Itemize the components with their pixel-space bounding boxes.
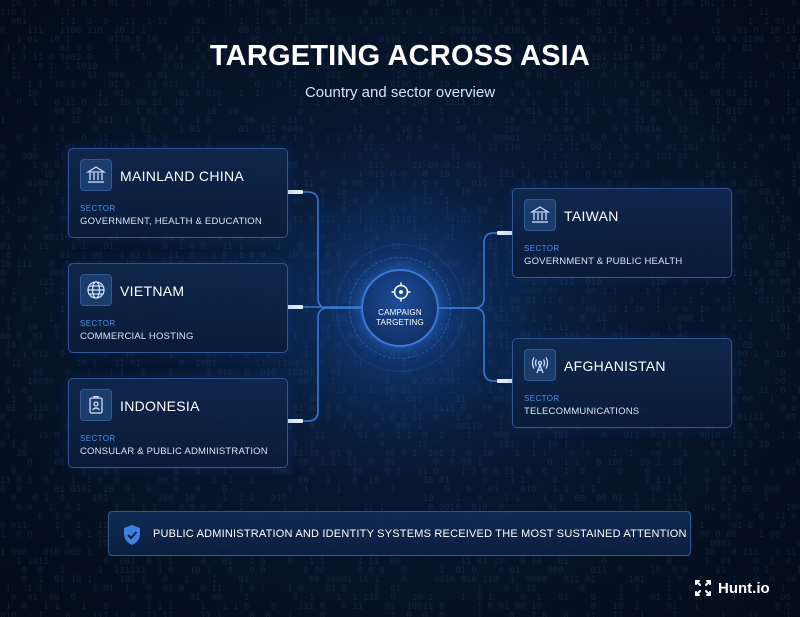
hub-label: CAMPAIGN TARGETING — [363, 308, 437, 328]
country-card-indonesia: INDONESIA SECTOR CONSULAR & PUBLIC ADMIN… — [68, 378, 288, 468]
hub-ring-outer — [336, 244, 464, 372]
country-name: INDONESIA — [120, 398, 200, 414]
sector-value: TELECOMMUNICATIONS — [524, 406, 640, 417]
connector-indonesia — [288, 307, 361, 422]
sector-value: COMMERCIAL HOSTING — [80, 331, 194, 342]
sector-label: SECTOR — [80, 434, 116, 443]
country-name: AFGHANISTAN — [564, 358, 666, 374]
country-name: TAIWAN — [564, 208, 619, 224]
id-badge-icon — [80, 389, 112, 421]
antenna-icon — [524, 349, 556, 381]
country-card-taiwan: TAIWAN SECTOR GOVERNMENT & PUBLIC HEALTH — [512, 188, 732, 278]
key-finding-banner: PUBLIC ADMINISTRATION AND IDENTITY SYSTE… — [108, 511, 691, 556]
sector-value: GOVERNMENT, HEALTH & EDUCATION — [80, 216, 262, 227]
page-title: TARGETING ACROSS ASIA — [209, 40, 591, 72]
country-card-mainland-china: MAINLAND CHINA SECTOR GOVERNMENT, HEALTH… — [68, 148, 288, 238]
hub-label-line1: CAMPAIGN — [378, 308, 422, 317]
government-building-icon — [524, 199, 556, 231]
sector-value: CONSULAR & PUBLIC ADMINISTRATION — [80, 446, 268, 457]
sector-label: SECTOR — [524, 394, 560, 403]
globe-icon — [80, 274, 112, 306]
page-subtitle: Country and sector overview — [304, 84, 496, 101]
port-mainland-china — [287, 190, 303, 194]
port-indonesia — [287, 419, 303, 423]
campaign-targeting-hub: CAMPAIGN TARGETING — [336, 244, 464, 372]
hub-label-line2: TARGETING — [376, 318, 424, 327]
brand-logo: Hunt.io — [694, 578, 770, 598]
banner-text: PUBLIC ADMINISTRATION AND IDENTITY SYSTE… — [153, 528, 687, 540]
port-vietnam — [287, 305, 303, 309]
country-name: MAINLAND CHINA — [120, 168, 244, 184]
sector-label: SECTOR — [524, 244, 560, 253]
port-afghanistan — [497, 379, 513, 383]
government-building-icon — [80, 159, 112, 191]
country-card-afghanistan: AFGHANISTAN SECTOR TELECOMMUNICATIONS — [512, 338, 732, 428]
connector-taiwan — [439, 232, 512, 309]
sector-label: SECTOR — [80, 319, 116, 328]
shield-check-icon — [124, 525, 140, 545]
hunt-logo-icon — [695, 580, 711, 596]
crosshair-icon — [391, 282, 411, 302]
country-card-vietnam: VIETNAM SECTOR COMMERCIAL HOSTING — [68, 263, 288, 353]
brand-name: Hunt.io — [718, 579, 770, 597]
sector-label: SECTOR — [80, 204, 116, 213]
country-name: VIETNAM — [120, 283, 185, 299]
connector-afghanistan — [439, 307, 512, 382]
port-taiwan — [497, 231, 513, 235]
sector-value: GOVERNMENT & PUBLIC HEALTH — [524, 256, 683, 267]
